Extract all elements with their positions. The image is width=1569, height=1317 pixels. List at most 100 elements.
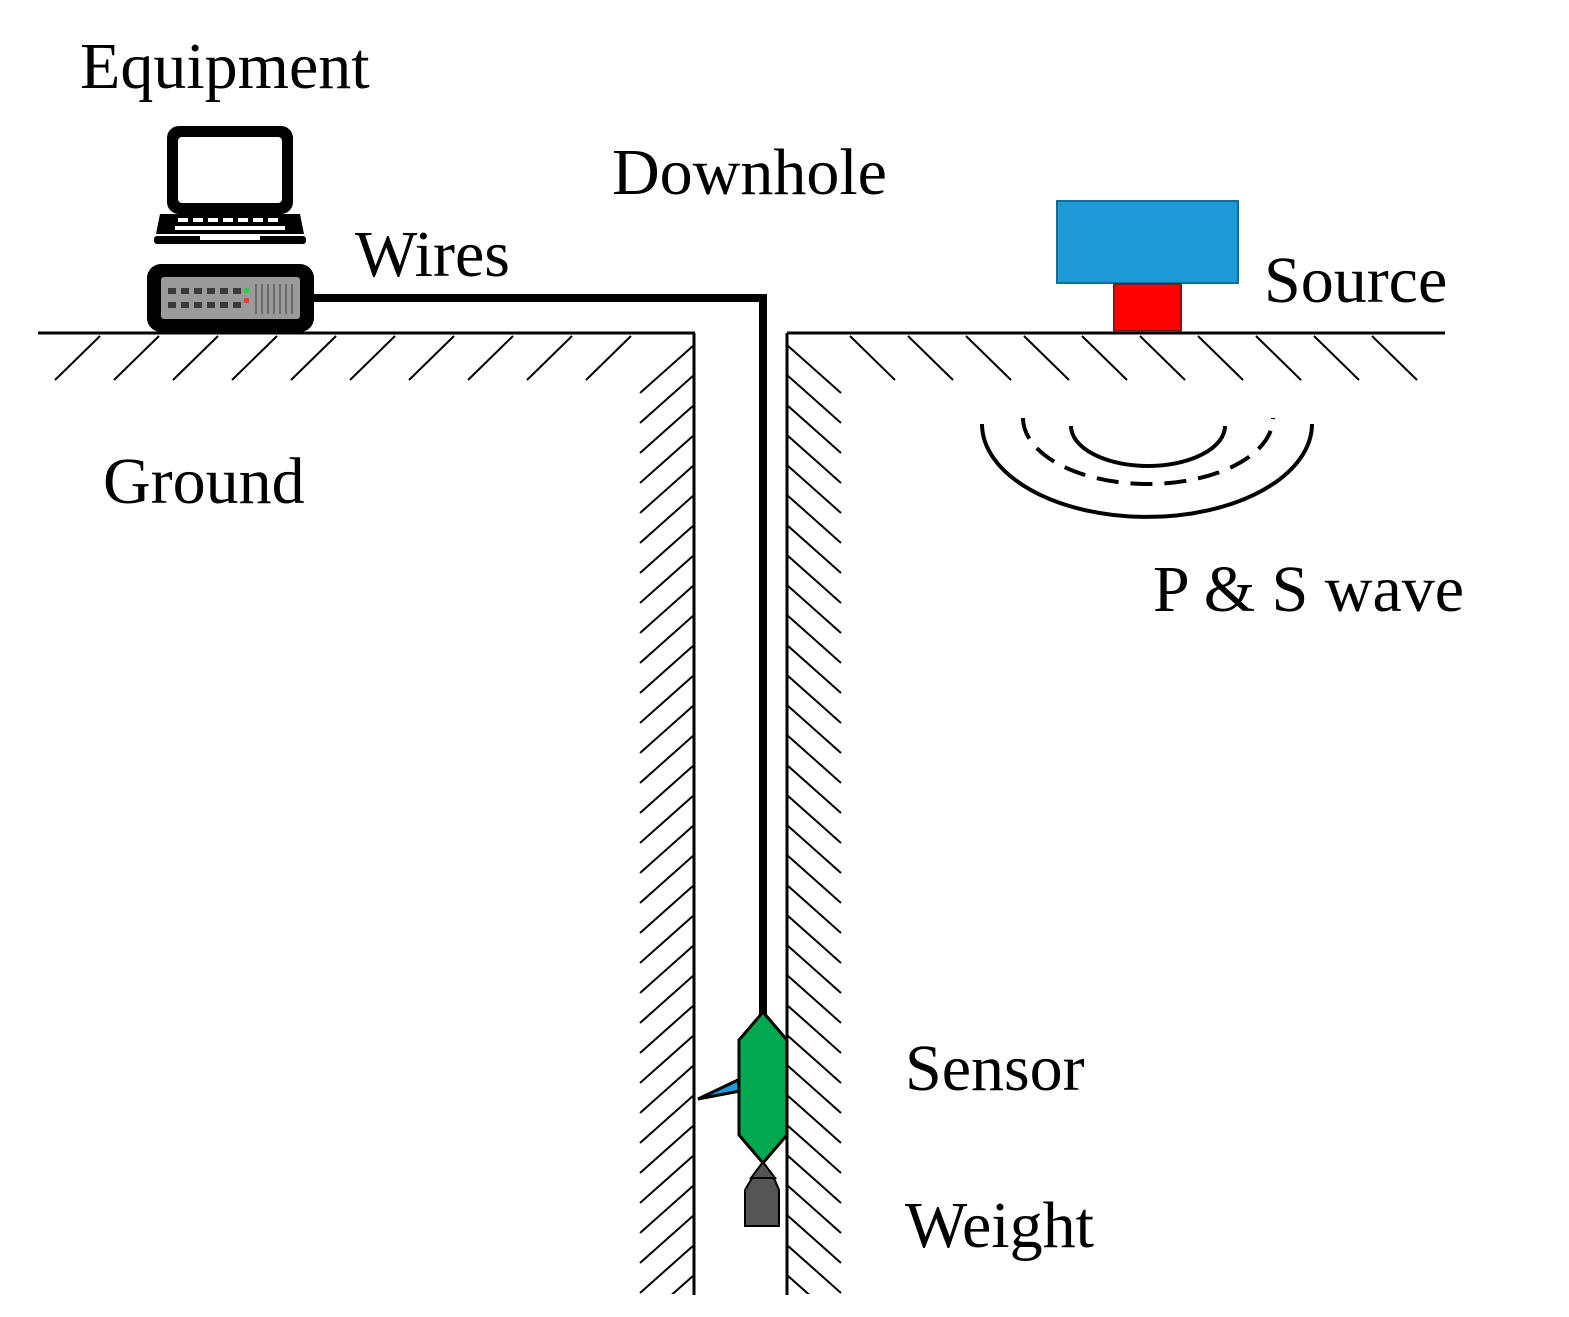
source-block [1056, 200, 1239, 332]
hatch-line [54, 335, 101, 381]
hatch-line [290, 335, 337, 381]
hatch-line [787, 1184, 842, 1234]
hatch-line [787, 674, 842, 724]
hatch-line [787, 1214, 842, 1264]
hatch-line [408, 335, 455, 381]
hatch-line [787, 764, 842, 814]
borehole [639, 333, 842, 1295]
hatch-line [965, 335, 1012, 381]
weight [744, 1177, 780, 1227]
hatch-line [1255, 335, 1302, 381]
wires-label: Wires [355, 218, 510, 291]
hatch-line [787, 1034, 842, 1084]
hatch-line [787, 944, 842, 994]
hatch-line [787, 914, 842, 964]
hatch-line [526, 335, 573, 381]
hatch-line [787, 854, 842, 904]
hatch-line [1023, 335, 1070, 381]
borehole-wall-hatching-left [639, 344, 695, 1294]
hatch-line [639, 1214, 695, 1264]
hatch-line [639, 1094, 695, 1144]
hatch-line [639, 1124, 695, 1174]
hatch-line [639, 644, 695, 694]
hatch-line [787, 614, 842, 664]
ground-label: Ground [103, 445, 305, 518]
hatch-line [639, 584, 695, 634]
hatch-line [639, 344, 695, 394]
hatch-line [787, 1244, 842, 1294]
hatch-line [1081, 335, 1128, 381]
hatch-line [787, 794, 842, 844]
hatch-line [787, 1004, 842, 1054]
hatch-line [639, 434, 695, 484]
hatch-line [849, 335, 896, 381]
sensor-weight-link [749, 1160, 777, 1179]
hatch-line [639, 464, 695, 514]
equipment-label: Equipment [80, 30, 370, 103]
hatch-line [639, 524, 695, 574]
hatch-line [1313, 335, 1360, 381]
hatch-line [639, 374, 695, 424]
weight-label: Weight [905, 1189, 1094, 1262]
hatch-line [787, 704, 842, 754]
hatch-line [467, 335, 514, 381]
hatch-line [787, 434, 842, 484]
hatch-line [639, 734, 695, 784]
hatch-line [639, 944, 695, 994]
hatch-line [349, 335, 396, 381]
hatch-line [787, 524, 842, 574]
hatch-line [1197, 335, 1244, 381]
hatch-line [639, 1184, 695, 1234]
hatch-line [787, 584, 842, 634]
wires-cable [305, 294, 767, 1015]
laptop-icon [154, 126, 306, 244]
hatch-line [787, 1064, 842, 1114]
wave-arcs [980, 417, 1314, 519]
hatch-line [787, 404, 842, 454]
hatch-line [639, 554, 695, 604]
source-label: Source [1264, 244, 1448, 317]
ground-hatching-left [54, 335, 632, 381]
hatch-line [639, 794, 695, 844]
hatch-line [639, 404, 695, 454]
hatch-line [639, 854, 695, 904]
hatch-line [172, 335, 219, 381]
hatch-line [639, 614, 695, 664]
hatch-line [639, 494, 695, 544]
hatch-line [639, 1034, 695, 1084]
hatch-line [639, 674, 695, 724]
hatch-line [639, 1244, 695, 1294]
hatch-line [787, 884, 842, 934]
hatch-line [787, 644, 842, 694]
hatch-line [113, 335, 160, 381]
hatch-line [1371, 335, 1418, 381]
hatch-line [907, 335, 954, 381]
downhole-label: Downhole [612, 136, 887, 209]
hatch-line [639, 884, 695, 934]
hatch-line [787, 374, 842, 424]
hatch-line [787, 1124, 842, 1174]
borehole-wall-hatching-right [787, 344, 842, 1294]
hatch-line [639, 704, 695, 754]
sensor [697, 1009, 789, 1166]
hatch-line [787, 1274, 810, 1294]
hatch-line [787, 554, 842, 604]
hatch-line [787, 824, 842, 874]
wave-label: P & S wave [1153, 553, 1465, 626]
hatch-line [787, 464, 842, 514]
hatch-line [639, 1004, 695, 1054]
hatch-line [585, 335, 632, 381]
hatch-line [787, 734, 842, 784]
hatch-line [787, 974, 842, 1024]
hatch-line [787, 1094, 842, 1144]
hatch-line [639, 824, 695, 874]
hatch-line [639, 1064, 695, 1114]
sensor-label: Sensor [905, 1032, 1085, 1105]
hatch-line [639, 764, 695, 814]
hatch-line [639, 914, 695, 964]
hatch-line [639, 1154, 695, 1204]
hatch-line [1139, 335, 1186, 381]
hatch-line [787, 344, 842, 394]
